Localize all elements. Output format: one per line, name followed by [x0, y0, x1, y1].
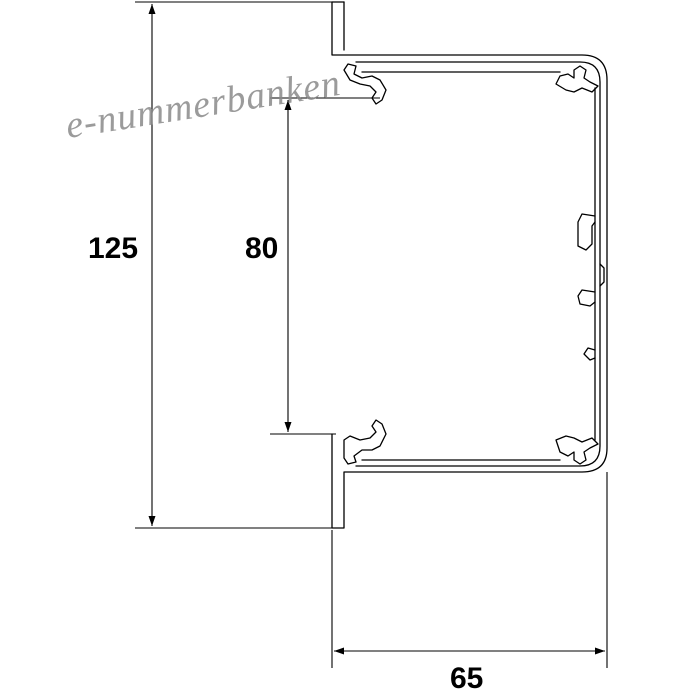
- width-label: 65: [450, 662, 483, 695]
- overall-height-label: 125: [88, 232, 138, 265]
- extension-lines: [135, 1, 608, 668]
- watermark-text: e-nummerbanken: [63, 62, 344, 147]
- inner-height-label: 80: [245, 232, 278, 265]
- trunking-profile: [331, 1, 608, 529]
